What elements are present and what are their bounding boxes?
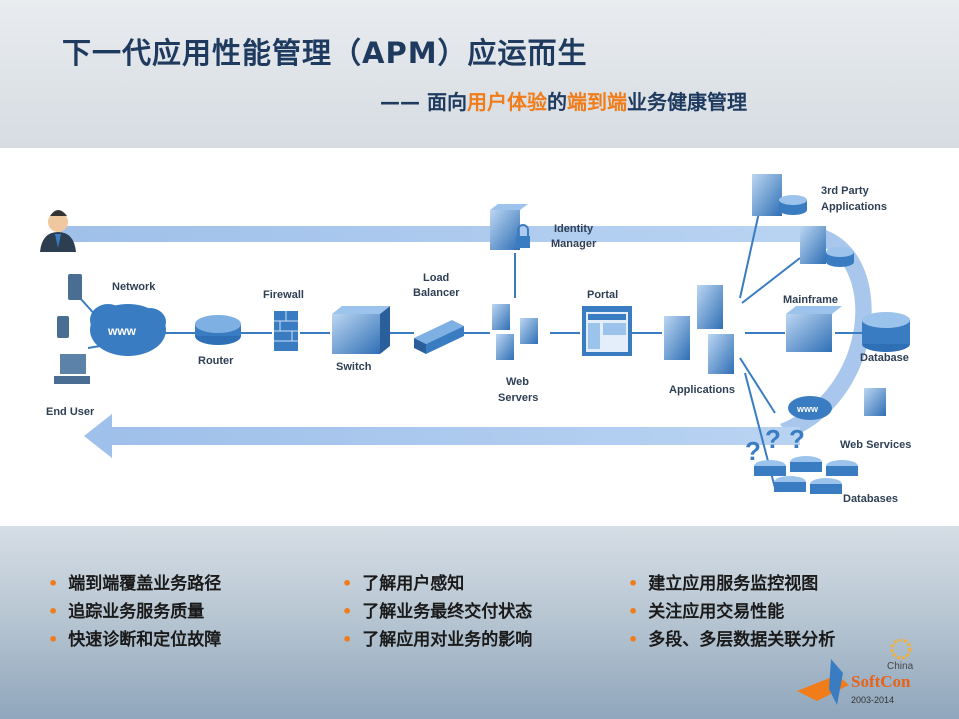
header-band: 下一代应用性能管理（APM）应运而生 —— 面向用户体验的端到端业务健康管理: [0, 0, 959, 148]
web-services-icon: www: [788, 388, 886, 420]
label-end-user: End User: [46, 406, 95, 418]
phone-icon: [57, 316, 69, 338]
label-router: Router: [198, 355, 234, 367]
bullet-item: •了解用户感知: [342, 574, 465, 594]
bullet-column-3: •建立应用服务监控视图 •关注应用交易性能 •多段、多层数据关联分析: [628, 570, 835, 654]
svg-text:?: ?: [789, 424, 805, 454]
label-web-services: Web Services: [840, 439, 911, 451]
label-firewall: Firewall: [263, 289, 304, 301]
end-user-devices: [54, 274, 90, 384]
svg-text:?: ?: [765, 424, 781, 454]
page-subtitle: —— 面向用户体验的端到端业务健康管理: [380, 86, 747, 115]
router-icon: [195, 315, 241, 345]
subtitle-dash: ——: [380, 90, 427, 114]
subtitle-part-5: 业务健康管理: [626, 90, 747, 114]
label-load-balancer-line1: Load: [423, 272, 449, 284]
subtitle-highlight-2: 端到端: [566, 90, 627, 114]
label-identity-manager-line2: Manager: [551, 238, 597, 250]
web-servers-icon: [492, 304, 538, 360]
firewall-icon: [274, 311, 298, 351]
bullet-item: •快速诊断和定位故障: [48, 630, 222, 650]
response-flow-arrow: [84, 414, 800, 458]
apm-architecture-diagram: End User www Network Router: [0, 148, 959, 526]
bullet-item: •端到端覆盖业务路径: [48, 574, 222, 594]
bullet-column-2: •了解用户感知 •了解业务最终交付状态 •了解应用对业务的影响: [342, 570, 532, 654]
bullet-item: •了解应用对业务的影响: [342, 630, 533, 650]
load-balancer-icon: [414, 320, 464, 354]
mobile-phone-icon: [68, 274, 82, 300]
user-avatar-icon: [40, 210, 76, 252]
third-party-applications-icon: [752, 174, 807, 216]
logo-brand: SoftCon: [851, 672, 911, 691]
label-mainframe: Mainframe: [783, 294, 838, 306]
switch-icon: [332, 306, 390, 354]
databases-cluster-icon: [754, 456, 858, 494]
partner-server-icon: [800, 226, 854, 267]
label-databases: Databases: [843, 493, 898, 505]
network-www-label: www: [107, 324, 137, 338]
logo-years: 2003-2014: [851, 695, 894, 705]
label-switch: Switch: [336, 361, 372, 373]
bullet-item: •了解业务最终交付状态: [342, 602, 533, 622]
label-applications: Applications: [669, 384, 735, 396]
label-web-servers-line2: Servers: [498, 392, 538, 404]
bullet-item: •多段、多层数据关联分析: [628, 630, 836, 650]
request-flow-arrow: [60, 226, 872, 438]
label-database: Database: [860, 352, 909, 364]
bullet-item: •建立应用服务监控视图: [628, 574, 819, 594]
logo-country: China: [887, 661, 914, 672]
network-cloud-icon: www: [90, 304, 166, 356]
portal-icon: [582, 306, 632, 356]
subtitle-part-3: 的: [546, 90, 567, 114]
bullet-item: •关注应用交易性能: [628, 602, 785, 622]
bullet-column-1: •端到端覆盖业务路径 •追踪业务服务质量 •快速诊断和定位故障: [48, 570, 221, 654]
label-web-servers-line1: Web: [506, 376, 529, 388]
label-third-party-line1: 3rd Party: [821, 185, 870, 197]
subtitle-part-1: 面向: [426, 90, 467, 114]
softcon-logo: China SoftCon 2003-2014: [797, 639, 914, 705]
gear-decoration-icon: [890, 639, 912, 660]
summary-band: •端到端覆盖业务路径 •追踪业务服务质量 •快速诊断和定位故障 •了解用户感知 …: [0, 526, 959, 719]
question-marks-icon: ???: [745, 424, 805, 466]
identity-manager-icon: [490, 204, 530, 250]
page-title: 下一代应用性能管理（APM）应运而生: [62, 36, 588, 70]
web-services-www-label: www: [796, 404, 819, 414]
label-network: Network: [112, 281, 156, 293]
database-icon: [862, 312, 910, 352]
svg-text:?: ?: [745, 436, 761, 466]
mainframe-icon: [786, 306, 842, 352]
label-load-balancer-line2: Balancer: [413, 287, 460, 299]
desktop-computer-icon: [60, 354, 86, 374]
label-third-party-line2: Applications: [821, 201, 887, 213]
diagram-canvas: End User www Network Router: [40, 174, 911, 505]
bullet-item: •追踪业务服务质量: [48, 602, 205, 622]
applications-icon: [664, 285, 734, 374]
subtitle-highlight-1: 用户体验: [466, 90, 547, 114]
label-identity-manager-line1: Identity: [554, 223, 594, 235]
label-portal: Portal: [587, 289, 618, 301]
